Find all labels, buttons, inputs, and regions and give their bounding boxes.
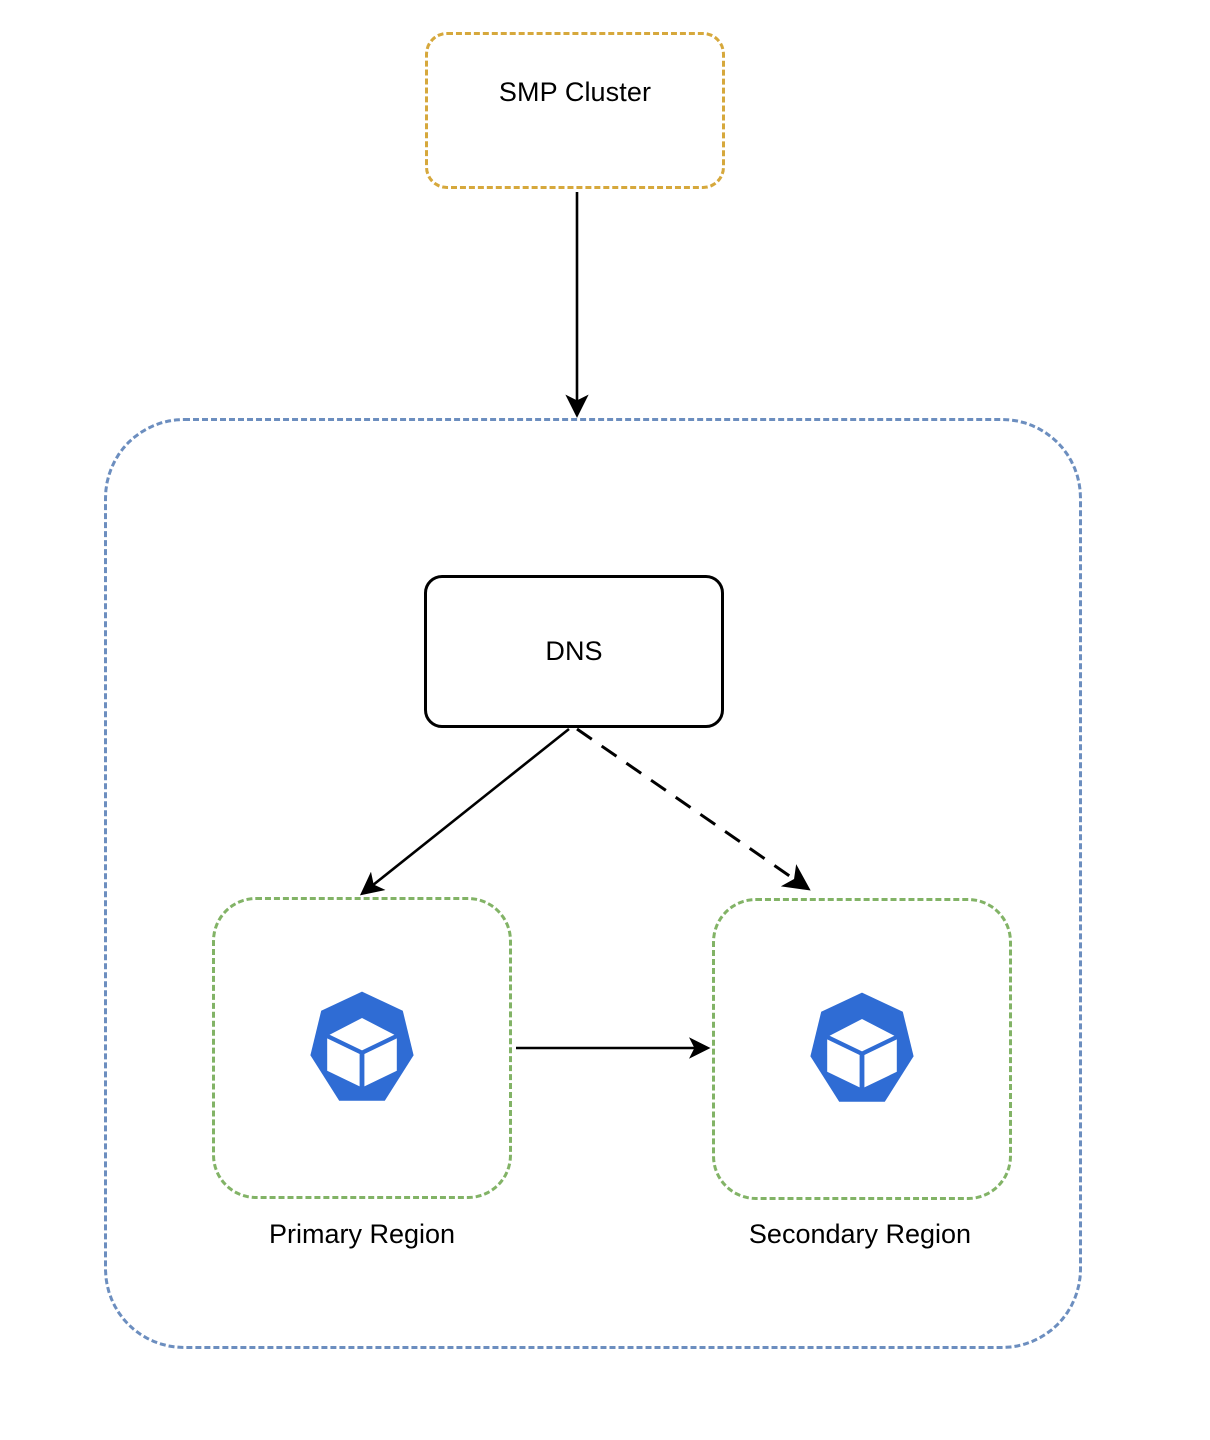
secondary-region-group[interactable] (712, 898, 1012, 1200)
platform-boundary-group[interactable] (104, 418, 1082, 1349)
kubernetes-icon (310, 991, 414, 1101)
secondary-region-label: Secondary Region (748, 1219, 972, 1249)
dns-node-label: DNS (545, 636, 603, 667)
kubernetes-icon (810, 992, 914, 1102)
dns-node[interactable]: DNS (424, 575, 724, 728)
primary-region-label: Primary Region (268, 1219, 456, 1249)
smp-cluster-group[interactable]: SMP Cluster (425, 32, 725, 189)
primary-region-group[interactable] (212, 897, 512, 1199)
smp-cluster-label: SMP Cluster (498, 77, 652, 108)
